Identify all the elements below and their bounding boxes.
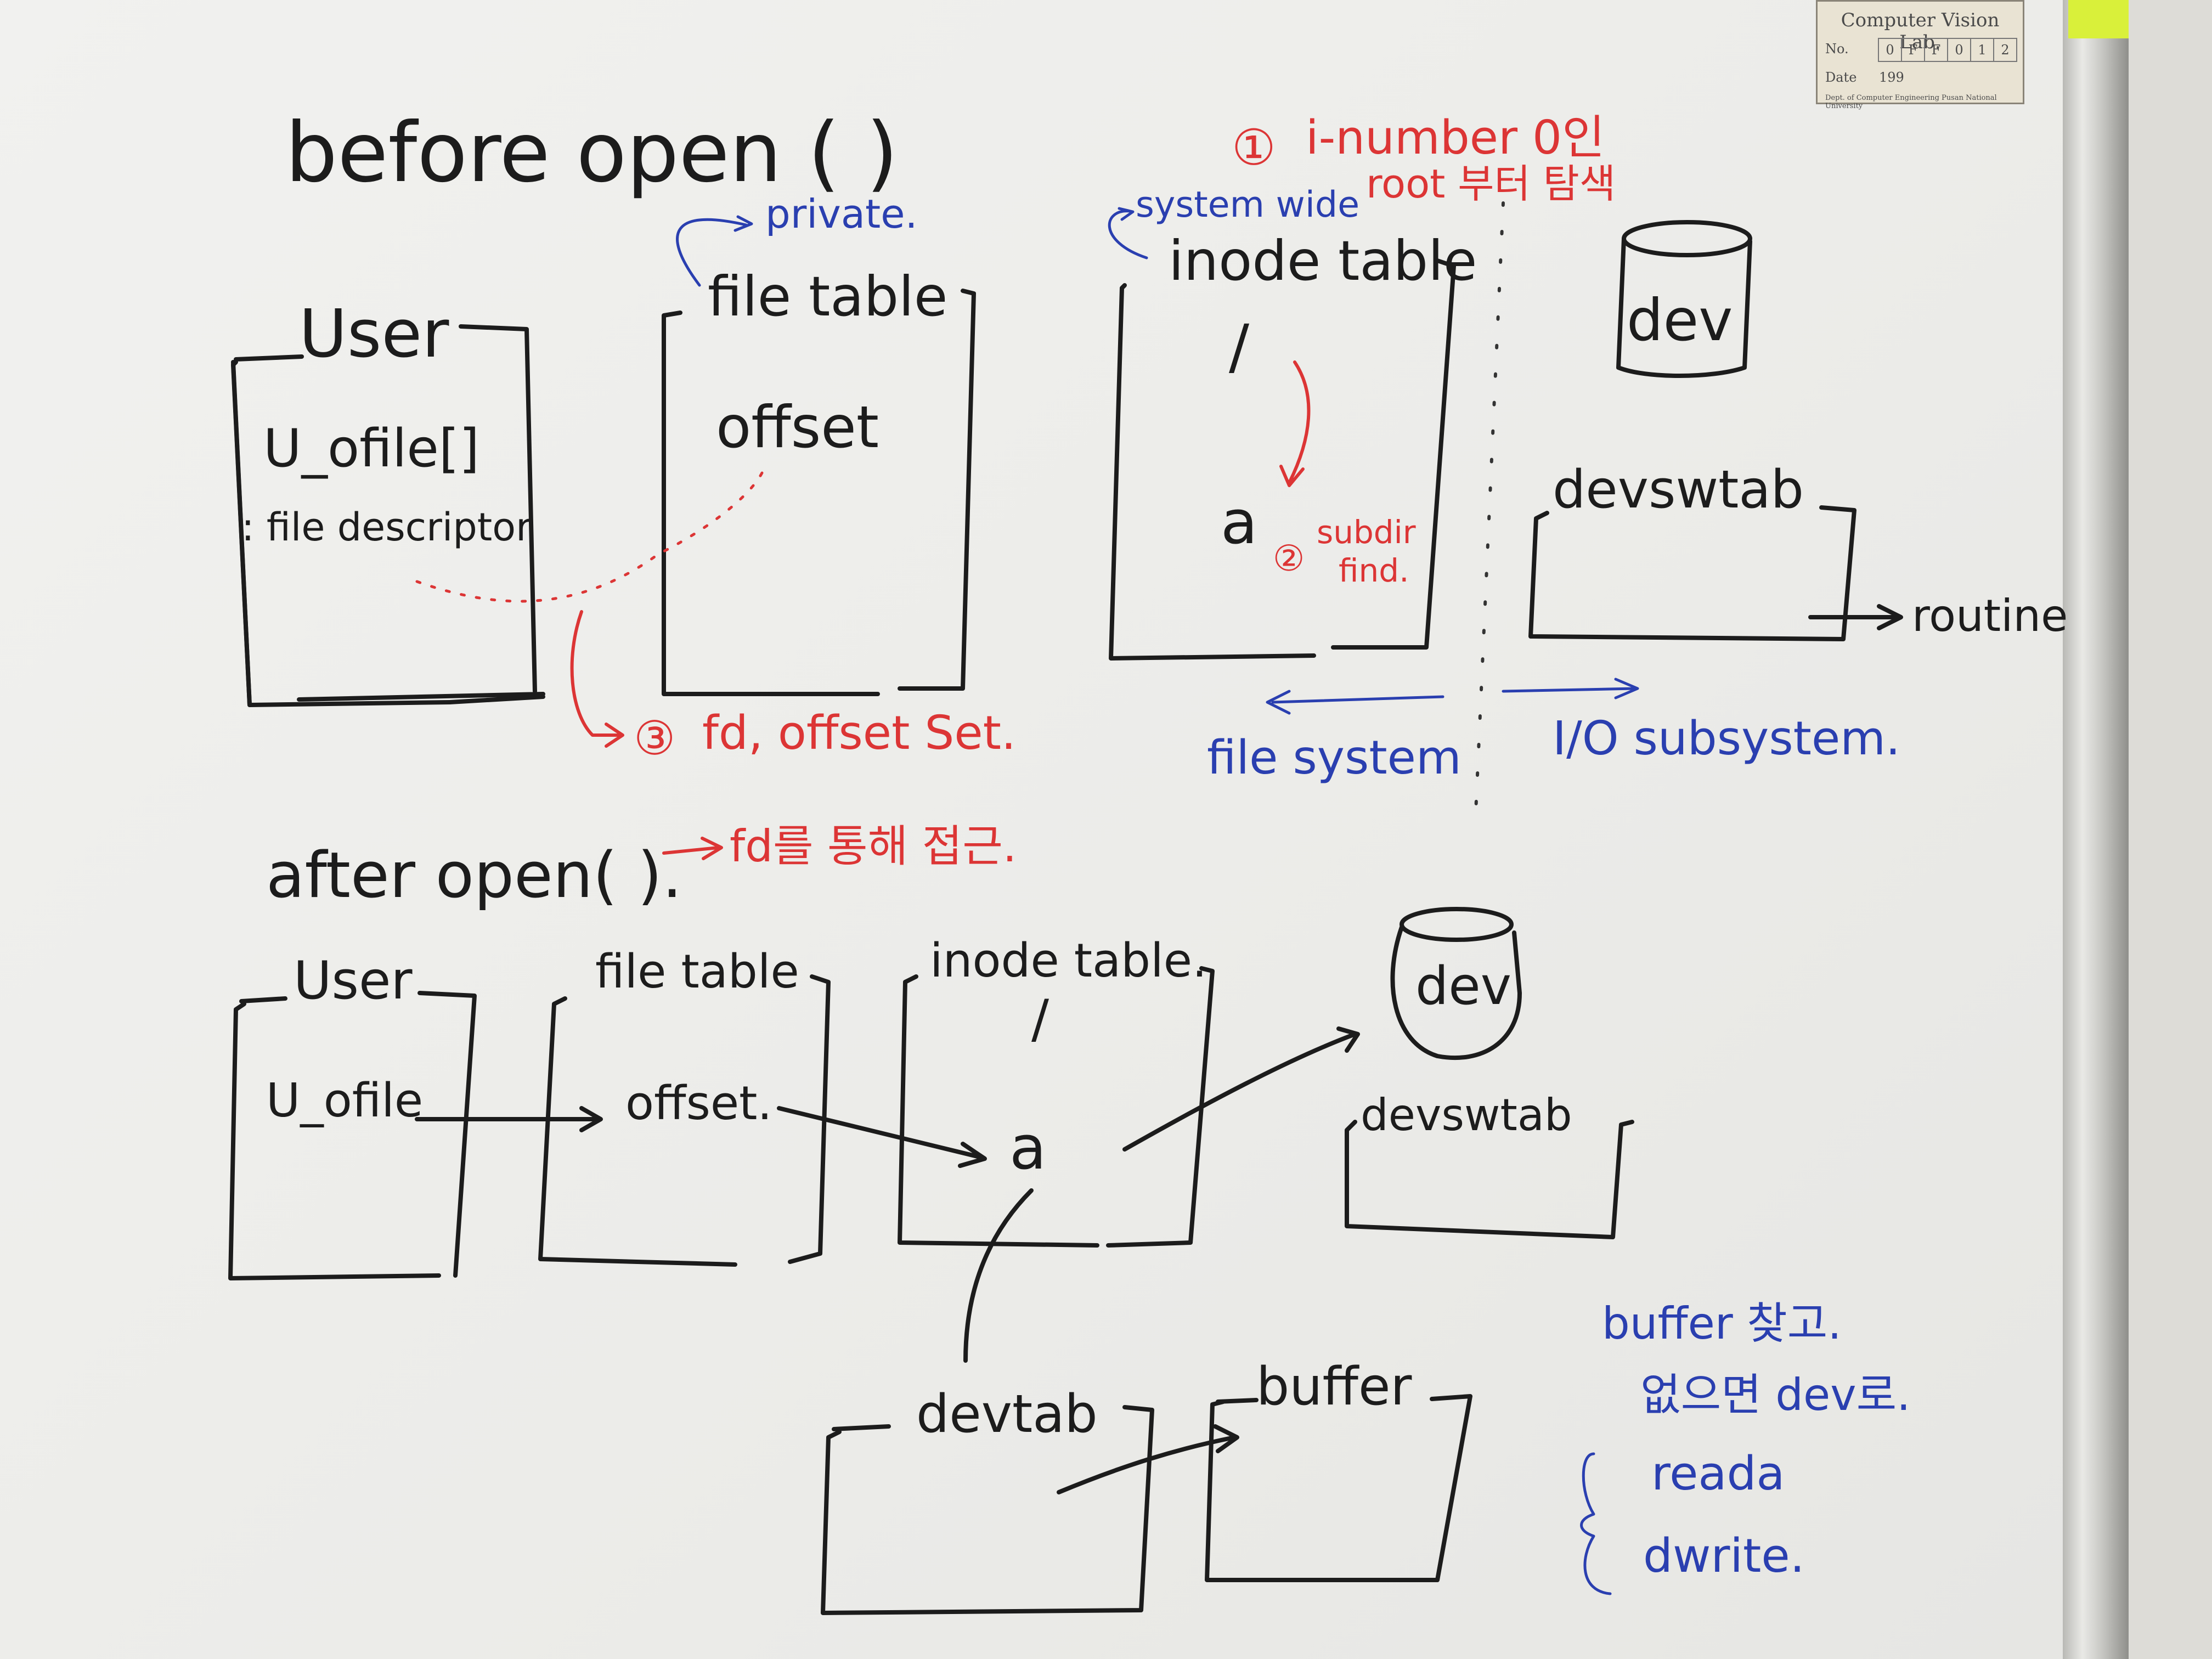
before-inode-root: /	[1229, 312, 1250, 382]
after-file-table-field: offset.	[625, 1076, 772, 1131]
after-dev-label: dev	[1415, 956, 1511, 1017]
after-buffer-box	[1207, 1396, 1470, 1580]
before-file-table-box	[664, 291, 974, 694]
before-step2-text-b: find.	[1339, 552, 1409, 589]
before-inode-table-label: inode table	[1169, 229, 1477, 293]
after-notes-brace	[1582, 1454, 1611, 1594]
before-step1-text-b: root 부터 탐색	[1366, 161, 1616, 207]
before-dev-label: dev	[1627, 287, 1733, 354]
before-devswtab-box	[1531, 507, 1854, 639]
before-subdir-arrow	[1281, 362, 1308, 486]
before-step1-text: i-number 0인	[1306, 111, 1605, 165]
before-file-system-arrow	[1267, 691, 1443, 713]
after-note-4: dwrite.	[1643, 1529, 1805, 1583]
before-inode-node: a	[1221, 487, 1257, 557]
before-user-label: User	[299, 296, 449, 373]
after-devswtab-label: devswtab	[1361, 1090, 1572, 1141]
after-inode-table-box	[900, 968, 1212, 1245]
before-separator	[1476, 203, 1503, 812]
after-inode-node: a	[1009, 1113, 1046, 1183]
before-routine-label: routine	[1912, 590, 2068, 641]
after-user-arrow	[417, 1108, 601, 1130]
after-inode-to-devtab-line	[966, 1190, 1031, 1361]
after-note-3: reada	[1651, 1447, 1785, 1501]
after-inode-to-dev-arrow	[1125, 1029, 1358, 1149]
before-routine-arrow	[1810, 606, 1901, 628]
before-user-field: U_ofile[]	[263, 419, 479, 479]
after-file-table-label: file table	[595, 945, 799, 999]
before-step3-arrow	[572, 612, 623, 746]
before-dev-cylinder-top	[1624, 222, 1750, 255]
before-devswtab-label: devswtab	[1553, 460, 1804, 520]
before-io-arrow	[1503, 679, 1638, 698]
after-inode-root: /	[1031, 989, 1049, 1049]
before-step1-num: ①	[1232, 119, 1276, 177]
after-user-label: User	[294, 951, 413, 1011]
before-private-note: private.	[765, 191, 917, 237]
before-inode-table-box	[1111, 261, 1454, 658]
after-fd-note: fd를 통해 접근.	[730, 821, 1017, 872]
after-user-field: U_ofile	[266, 1074, 423, 1128]
before-title: before open ( )	[285, 105, 898, 201]
before-io-label: I/O subsystem.	[1553, 712, 1900, 766]
after-user-box	[230, 993, 475, 1278]
after-inode-table-label: inode table.	[930, 934, 1207, 988]
before-user-note: : file descriptor	[241, 505, 532, 550]
before-file-system-label: file system	[1207, 731, 1462, 785]
after-note-2: 없으면 dev로.	[1640, 1369, 1911, 1420]
after-file-table-arrow	[779, 1108, 985, 1166]
before-systemwide-note: system wide	[1136, 184, 1359, 225]
before-file-table-label: file table	[708, 264, 947, 329]
after-devtab-label: devtab	[916, 1384, 1098, 1444]
before-file-table-field: offset	[716, 394, 879, 461]
before-step3-text: fd, offset Set.	[702, 706, 1016, 760]
after-title: after open( ).	[266, 839, 682, 912]
before-step2-text: subdir	[1317, 514, 1416, 551]
before-step3-num: ③	[634, 712, 675, 766]
after-dev-cylinder-top	[1402, 909, 1511, 940]
after-note-1: buffer 찾고.	[1602, 1298, 1842, 1349]
after-buffer-label: buffer	[1256, 1357, 1412, 1417]
before-step2-num: ②	[1273, 538, 1305, 579]
